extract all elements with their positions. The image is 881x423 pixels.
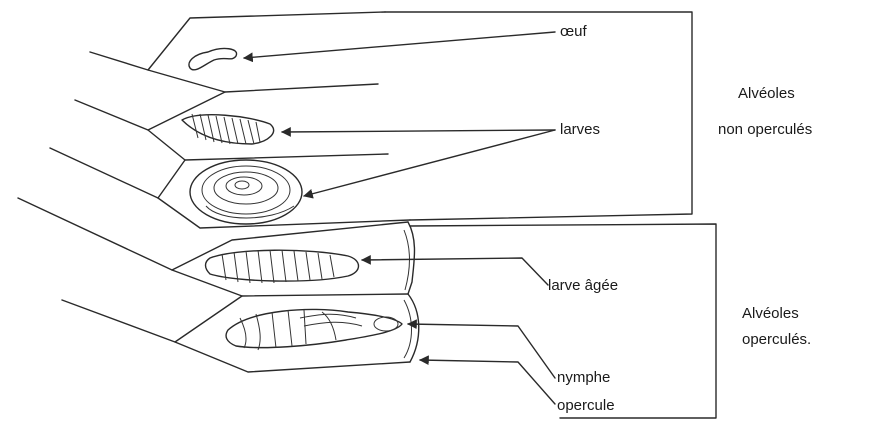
cell-pupa [62, 294, 419, 372]
label-larves: larves [560, 121, 600, 138]
old-larva-shape [206, 250, 359, 283]
cell-curled-larva [50, 148, 410, 228]
cap-lower [408, 294, 419, 362]
egg-shape [189, 49, 237, 70]
arrow-larves-young [282, 130, 555, 132]
label-group-capped-line1: Alvéoles [742, 305, 799, 322]
bracket-capped [410, 224, 716, 418]
arrow-larve-agee [362, 258, 548, 285]
label-nymphe: nymphe [557, 369, 610, 386]
curled-larva-shape [190, 160, 302, 224]
label-group-open-line1: Alvéoles [738, 85, 795, 102]
label-group-capped-line2: operculés. [742, 331, 811, 348]
arrow-oeuf [244, 32, 555, 58]
bracket-uncapped [385, 12, 692, 220]
arrow-larves-curled [304, 130, 555, 196]
label-oeuf: œuf [560, 23, 588, 40]
pupa-shape [226, 309, 402, 350]
young-larva-shape [182, 114, 274, 144]
arrow-nymphe [408, 324, 555, 378]
comb-cells [18, 12, 716, 418]
label-opercule: opercule [557, 397, 615, 414]
cell-young-larva [75, 92, 388, 160]
cell-egg [90, 12, 385, 92]
label-group-open-line2: non operculés [718, 121, 812, 138]
diagram-labels: œuf larves larve âgée nymphe opercule Al… [548, 23, 812, 414]
arrow-opercule [420, 360, 555, 404]
label-larve-agee: larve âgée [548, 277, 618, 294]
